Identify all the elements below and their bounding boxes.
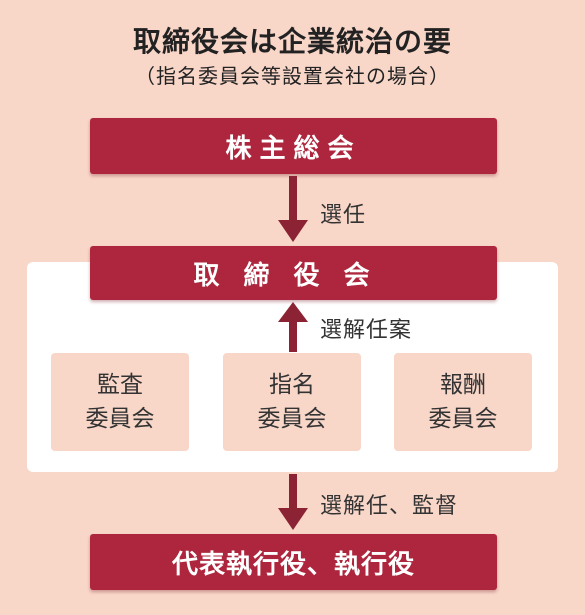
arrow-up-icon	[278, 302, 308, 352]
appoint-dismiss-supervise-label: 選解任、監督	[320, 494, 459, 519]
arrow-down-icon	[278, 176, 308, 242]
board-of-directors-box: 取締役会	[90, 246, 497, 300]
audit-committee-box: 監査 委員会	[51, 353, 189, 451]
diagram-title: 取締役会は企業統治の要	[132, 25, 452, 58]
shareholders-meeting-box: 株主総会	[90, 118, 497, 174]
compensation-committee-box: 報酬 委員会	[394, 353, 532, 451]
diagram-subtitle: （指名委員会等設置会社の場合）	[135, 64, 450, 88]
nomination-committee-box: 指名 委員会	[223, 353, 361, 451]
appointment-proposal-label: 選解任案	[320, 318, 413, 343]
elect-label: 選任	[320, 203, 367, 228]
executive-officers-box: 代表執行役、執行役	[90, 534, 497, 590]
arrow-down-icon	[278, 474, 308, 530]
